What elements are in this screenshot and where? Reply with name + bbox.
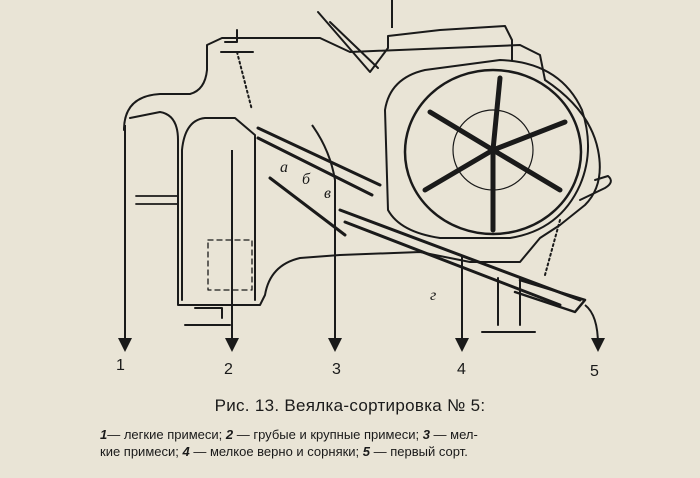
legend-num-3: 3 — [422, 427, 430, 442]
output-arrow-5 — [584, 304, 605, 352]
legend-num-2: 2 — [225, 427, 234, 442]
fan-drum — [403, 68, 583, 236]
output-label-5: 5 — [590, 363, 599, 380]
legend-text-1: — легкие примеси; — [107, 427, 226, 442]
legend-text-3b: кие примеси; — [100, 444, 183, 459]
output-label-1: 1 — [116, 357, 125, 374]
hopper — [317, 11, 513, 73]
sieves — [256, 126, 582, 307]
sieve-label-b: б — [302, 171, 311, 188]
output-label-2: 2 — [224, 361, 233, 378]
legend-line-1: 1— легкие примеси; 2 — грубые и крупные … — [100, 426, 640, 443]
figure-caption-title: Рис. 13. Веялка-сортировка № 5: — [214, 396, 486, 415]
winnower-sorter-diagram: 1 2 3 4 5 а б в г — [116, 0, 612, 380]
output-label-4: 4 — [457, 361, 466, 378]
sieve-label-a: а — [280, 159, 288, 176]
figure-legend: 1— легкие примеси; 2 — грубые и крупные … — [100, 426, 640, 460]
legend-text-4: — мелкое верно и сорняки; — [189, 444, 363, 459]
legend-num-4: 4 — [182, 444, 190, 459]
support-legs — [184, 277, 536, 333]
feed-tube — [220, 29, 254, 53]
legend-num-1: 1 — [100, 427, 108, 442]
fan-housing — [384, 59, 590, 239]
legend-num-5: 5 — [362, 444, 371, 459]
sieve-label-v: в — [324, 185, 331, 202]
sieve-label-g: г — [430, 287, 436, 304]
legend-text-2: — грубые и крупные примеси; — [233, 427, 423, 442]
legend-line-2: кие примеси; 4 — мелкое верно и сорняки;… — [100, 443, 640, 460]
fan-blades — [422, 75, 568, 233]
inner-casing — [181, 117, 256, 301]
legend-text-3a: — мел- — [429, 427, 478, 442]
machine-body — [123, 37, 601, 306]
output-arrow-3 — [311, 124, 342, 352]
legend-text-5: — первый сорт. — [370, 444, 468, 459]
output-label-3: 3 — [332, 361, 341, 378]
